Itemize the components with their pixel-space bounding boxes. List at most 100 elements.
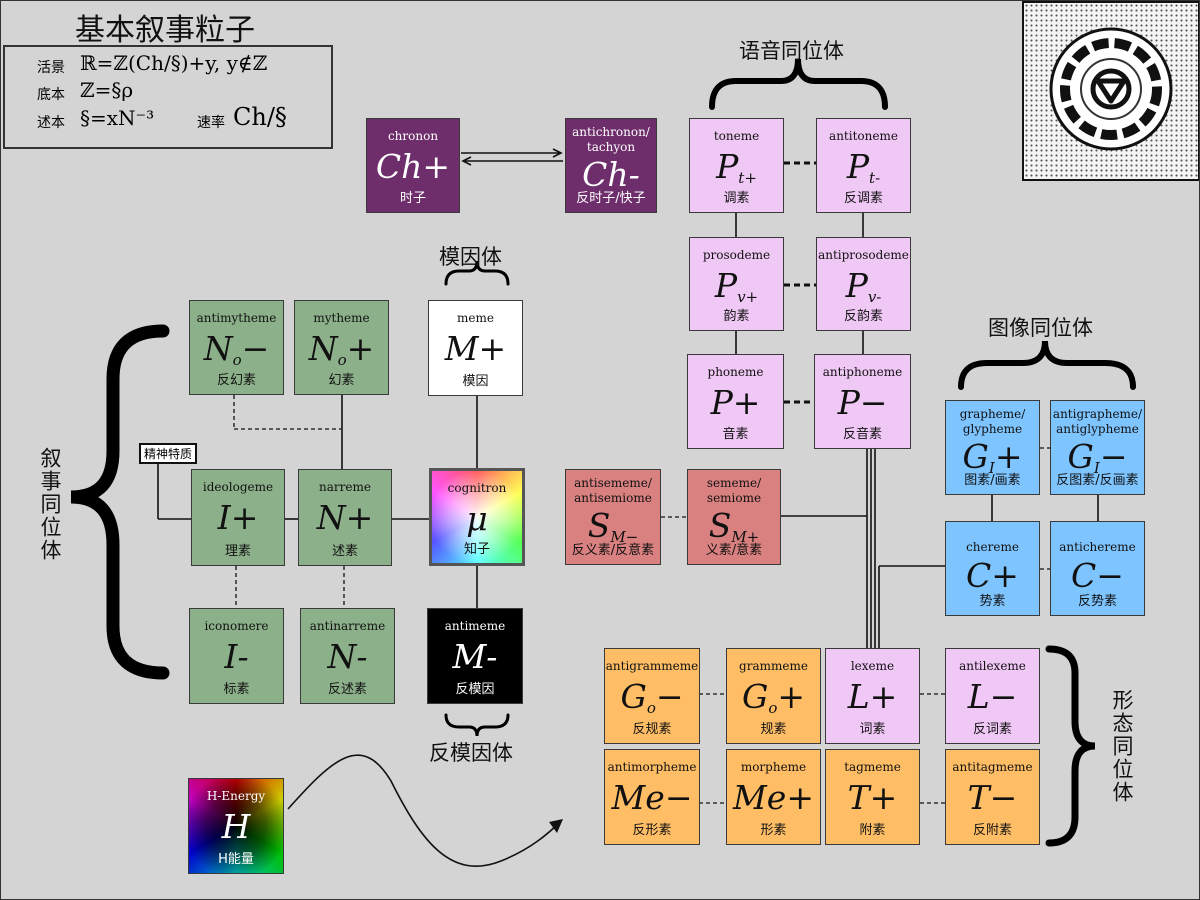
prosodeme-symbol: P: [714, 266, 738, 305]
antigrapheme-symbol: G: [1067, 437, 1094, 476]
grammeme-en: grammeme: [739, 659, 808, 673]
antimorpheme-en: antimorpheme: [607, 760, 697, 774]
chronon-arrowhead-right: [552, 148, 563, 158]
antichronon-en: antichronon/ tachyon: [572, 125, 650, 154]
toneme-zh: 调素: [723, 191, 750, 206]
chronon-arrowhead-left: [461, 156, 472, 166]
antimeme-symbol: M-: [452, 637, 498, 676]
tagmeme-zh: 附素: [859, 823, 886, 838]
antigrapheme-sign: −: [1099, 437, 1128, 476]
grapheme-sub: I: [988, 459, 995, 477]
antimytheme-sub: o: [232, 351, 242, 369]
ideologeme-symbol: I+: [217, 498, 259, 537]
scp-style-emblem-icon: [1022, 1, 1199, 181]
antitoneme-sub: t-: [869, 169, 881, 187]
group-label-morph: 形态同位体: [1110, 689, 1134, 804]
prosodeme-zh: 韵素: [723, 309, 750, 324]
lexeme-en: lexeme: [850, 659, 895, 673]
chereme-zh: 势素: [979, 594, 1006, 609]
antitagmeme-box: antitagmeme T− 反附素: [945, 749, 1040, 845]
meme-box: meme M+ 模因: [428, 300, 523, 396]
lexeme-zh: 词素: [859, 722, 886, 737]
antinarreme-en: antinarreme: [309, 619, 386, 633]
grapheme-zh: 图素/画素: [964, 473, 1021, 488]
antigrammeme-box: antigrammeme Go− 反规素: [604, 648, 700, 744]
prosodeme-en: prosodeme: [702, 248, 771, 262]
antichronon-box: antichronon/ tachyon Ch- 反时子/快子: [565, 118, 657, 213]
mytheme-box: mytheme No+ 幻素: [294, 300, 389, 395]
antimeme-zh: 反模因: [455, 682, 495, 697]
antilexeme-en: antilexeme: [959, 659, 1026, 673]
cognitron-symbol: μ: [466, 499, 488, 538]
narreme-symbol: N+: [316, 498, 374, 537]
brace-morph: [1045, 645, 1096, 847]
antitoneme-box: antitoneme Pt- 反调素: [816, 118, 911, 213]
group-label-meme: 模因体: [439, 245, 502, 269]
antichereme-box: antichereme C− 反势素: [1050, 521, 1145, 616]
toneme-sub: t+: [738, 169, 757, 187]
grapheme-en: grapheme/ glypheme: [959, 407, 1026, 436]
henergy-en: H-Energy: [206, 789, 266, 803]
antisememe-sub: M−: [610, 528, 639, 546]
meme-symbol: M+: [444, 329, 507, 368]
antimorpheme-symbol: Me−: [611, 778, 693, 817]
narreme-box: narreme N+ 述素: [298, 469, 392, 566]
ideologeme-box: ideologeme I+ 理素: [191, 469, 285, 566]
mytheme-sign: +: [346, 329, 375, 368]
cognitron-en: cognitron: [447, 481, 507, 495]
antigrammeme-en: antigrammeme: [605, 659, 699, 673]
antichronon-zh: 反时子/快子: [576, 191, 646, 206]
antinarreme-box: antinarreme N- 反述素: [300, 608, 395, 704]
ethos-tag: 精神特质: [139, 443, 198, 464]
morpheme-en: morpheme: [740, 760, 807, 774]
mytheme-en: mytheme: [313, 311, 370, 325]
phoneme-box: phoneme P+ 音素: [687, 354, 784, 449]
antimytheme-box: antimytheme No− 反幻素: [189, 300, 284, 395]
henergy-box: H-Energy H H能量: [188, 778, 284, 874]
brace-graph: [958, 340, 1136, 390]
legend-label-rate: 速率: [197, 115, 225, 131]
antisememe-box: antisememe/ antisemiome SM− 反义素/反意素: [565, 469, 661, 565]
tagmeme-en: tagmeme: [844, 760, 901, 774]
sememe-zh: 义素/意素: [705, 543, 763, 558]
antimytheme-zh: 反幻素: [216, 373, 256, 388]
narreme-zh: 述素: [331, 544, 358, 559]
narreme-en: narreme: [319, 480, 371, 494]
henergy-zh: H能量: [218, 852, 254, 867]
iconomere-symbol: I-: [224, 637, 249, 676]
grammeme-sign: +: [777, 677, 806, 716]
antilexeme-box: antilexeme L− 反词素: [945, 648, 1040, 744]
legend-box: 活景 ℝ=ℤ(Ch/§)+y, y∉ℤ 底本 ℤ=§ρ 述本 §=xN⁻³ 速率…: [3, 45, 333, 149]
toneme-symbol: P: [716, 147, 739, 186]
meme-en: meme: [457, 311, 494, 325]
grammeme-sub: o: [768, 699, 778, 717]
antisememe-symbol: S: [587, 506, 611, 545]
antinarreme-symbol: N-: [327, 637, 368, 676]
lexeme-symbol: L+: [847, 677, 898, 716]
sememe-box: sememe/ semiome SM+ 义素/意素: [687, 469, 781, 565]
toneme-en: toneme: [713, 129, 760, 143]
antisememe-zh: 反义素/反意素: [571, 543, 655, 558]
chronon-zh: 时子: [399, 191, 426, 206]
wavy-arrow-icon: [287, 754, 562, 867]
antimeme-box: antimeme M- 反模因: [427, 608, 523, 704]
antichereme-symbol: C−: [1071, 556, 1124, 595]
antinarreme-zh: 反述素: [327, 682, 367, 697]
mytheme-zh: 幻素: [328, 373, 355, 388]
antiphoneme-box: antiphoneme P− 反音素: [814, 354, 911, 449]
morpheme-zh: 形素: [760, 823, 787, 838]
legend-formula-1: ℝ=ℤ(Ch/§)+y, y∉ℤ: [80, 51, 268, 75]
antigrapheme-sub: I: [1093, 459, 1100, 477]
legend-label-1: 活景: [37, 60, 65, 76]
antitagmeme-en: antitagmeme: [952, 760, 1033, 774]
legend-formula-3: §=xN⁻³: [80, 106, 155, 130]
antitagmeme-symbol: T−: [967, 778, 1018, 817]
morpheme-symbol: Me+: [733, 778, 814, 817]
mytheme-symbol: N: [308, 329, 338, 368]
morpheme-box: morpheme Me+ 形素: [726, 749, 821, 845]
phoneme-en: phoneme: [707, 365, 764, 379]
group-label-antimeme: 反模因体: [429, 741, 513, 765]
page-title: 基本叙事粒子: [75, 13, 255, 48]
sememe-en: sememe/ semiome: [706, 476, 762, 505]
